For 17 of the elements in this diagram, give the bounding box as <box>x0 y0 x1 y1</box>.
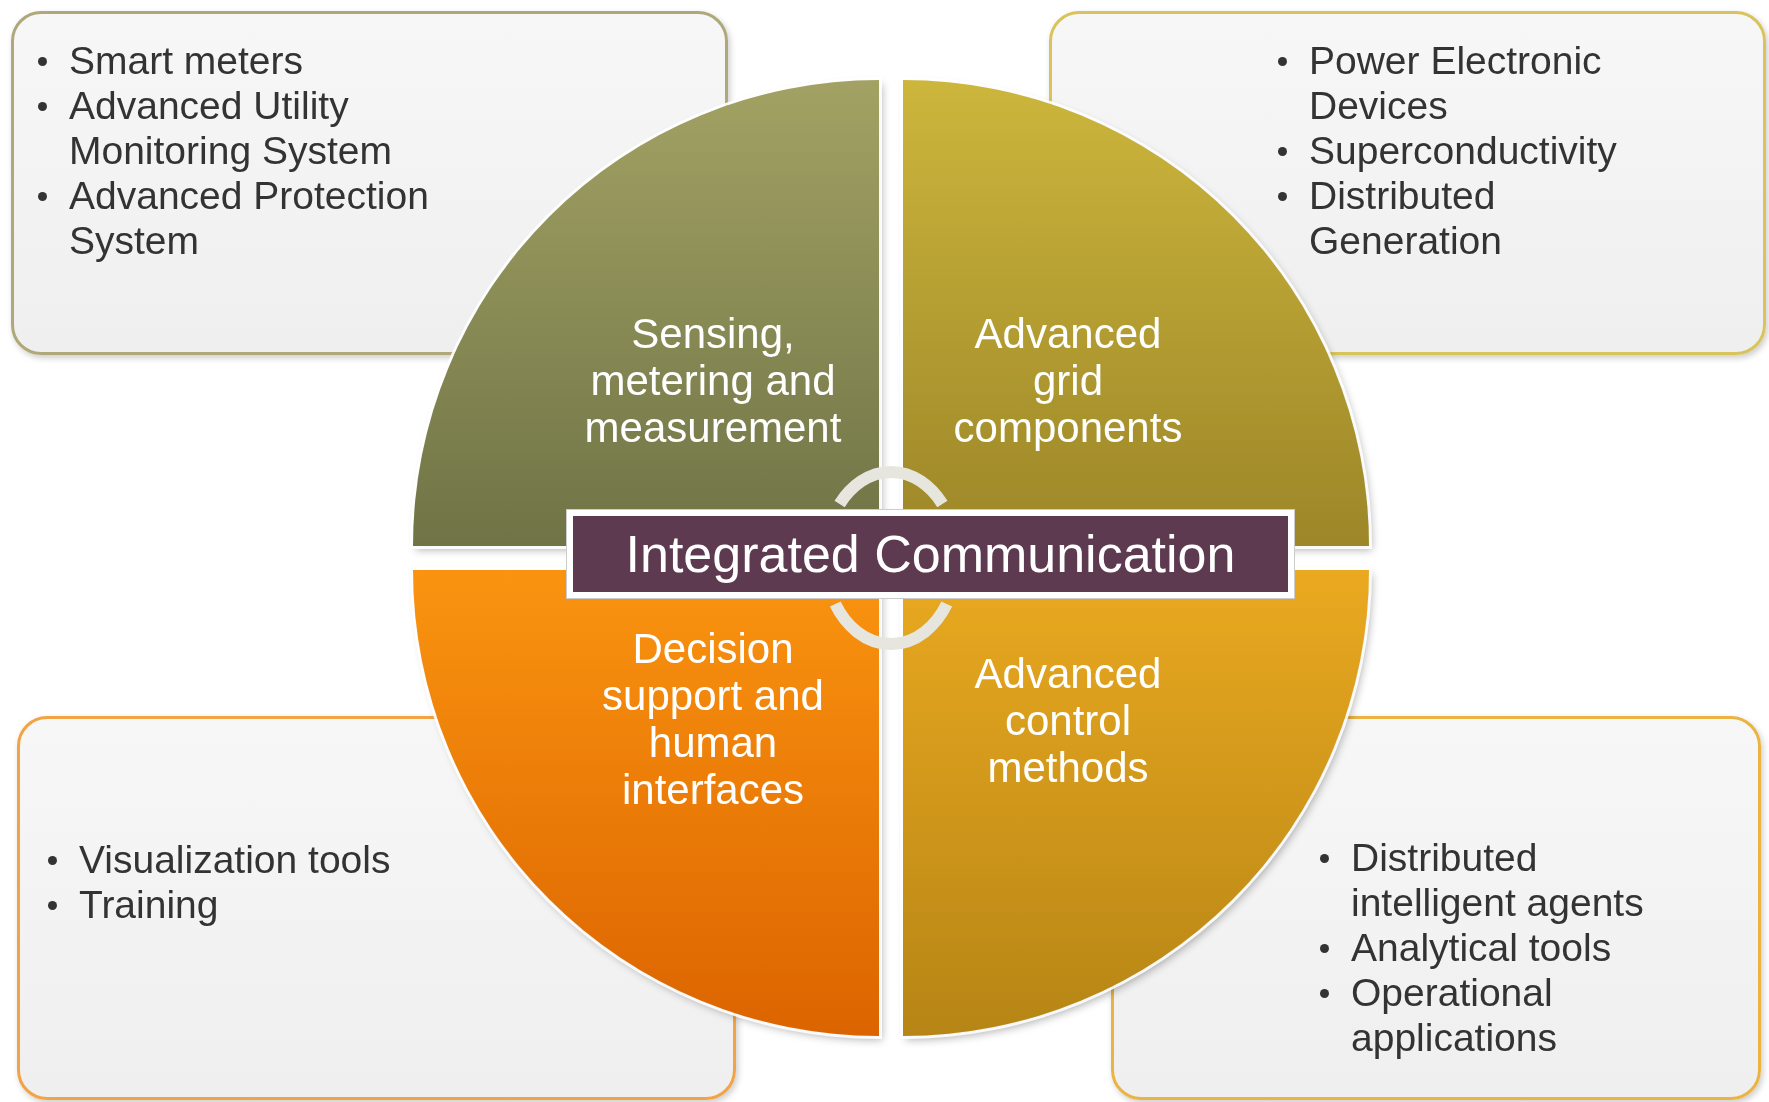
bullet-item: Operational applications <box>1351 970 1558 1060</box>
bullet-item: Advanced Utility Monitoring System <box>69 83 393 173</box>
bullet-item: Visualization tools <box>79 837 391 882</box>
bullet-item: Smart meters <box>69 38 304 83</box>
bullet-item: Advanced Protection System <box>69 173 430 263</box>
bullet-item: Training <box>79 882 219 927</box>
bullet-item: Analytical tools <box>1351 925 1612 970</box>
bullet-item: Distributed Generation <box>1309 173 1503 263</box>
segment-label: Sensing, metering and measurement <box>583 310 843 451</box>
segment-label: Advanced control methods <box>973 650 1163 791</box>
segment-label: Decision support and human interfaces <box>601 625 825 813</box>
banner-label: Integrated Communication <box>625 524 1236 584</box>
title-banner <box>567 510 1294 598</box>
segment-label: Advanced grid components <box>952 310 1184 451</box>
bullet-item: Distributed intelligent agents <box>1351 835 1645 925</box>
bullet-item: Superconductivity <box>1309 128 1617 173</box>
bullet-item: Power Electronic Devices <box>1309 38 1603 128</box>
